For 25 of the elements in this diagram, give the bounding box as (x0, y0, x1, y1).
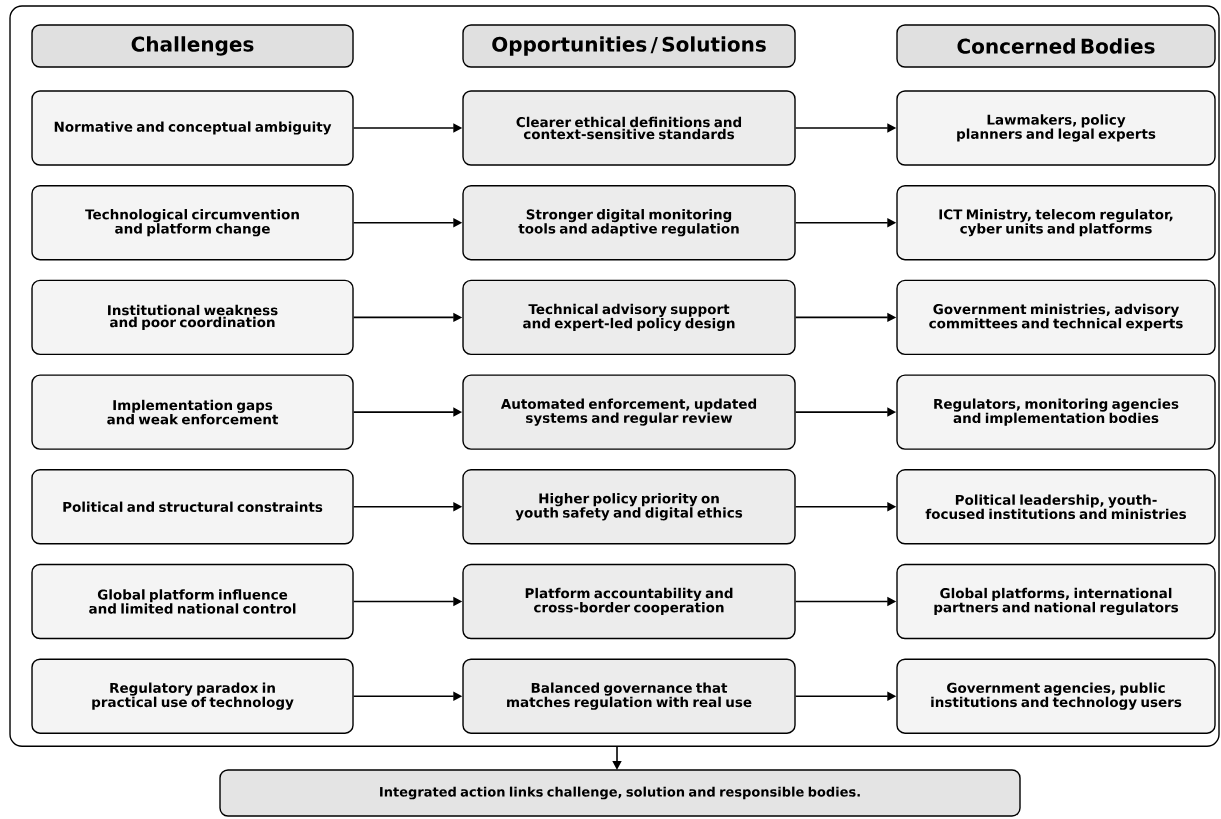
process-box: Political leadership, youth-focused institutions and ministries (896, 469, 1216, 545)
column-header: Opportunities / Solutions (462, 24, 796, 68)
process-box: Implementation gaps and weak enforcement (31, 374, 354, 450)
process-box: Government agencies, public institutions and technology users (896, 658, 1216, 734)
process-box: Global platforms, international partners and national regulators (896, 563, 1216, 640)
process-box: Regulatory paradox in practical use of technology (31, 658, 354, 734)
process-box: Higher policy priority on youth safety and digital ethics (462, 469, 796, 545)
process-box: Clearer ethical definitions and context-sensitive standards (462, 90, 796, 166)
process-box: Automated enforcement, updated systems and regular review (462, 374, 796, 450)
process-box: Global platform influence and limited national control (31, 563, 354, 640)
process-box: Government ministries, advisory committees and technical experts (896, 279, 1216, 356)
column-header: Concerned Bodies (896, 24, 1216, 68)
column-header: Challenges (31, 24, 354, 68)
process-box: ICT Ministry, telecom regulator, cyber units and platforms (896, 185, 1216, 261)
process-box: Technical advisory support and expert-led policy design (462, 279, 796, 356)
process-box: Political and structural constraints (31, 469, 354, 545)
process-box: Regulators, monitoring agencies and implementation bodies (896, 374, 1216, 450)
process-box: Technological circumvention and platform change (31, 185, 354, 261)
process-box: Stronger digital monitoring tools and adaptive regulation (462, 185, 796, 261)
process-box: Lawmakers, policy planners and legal experts (896, 90, 1216, 166)
summary-box: Integrated action links challenge, solution and responsible bodies. (219, 769, 1021, 817)
process-box: Normative and conceptual ambiguity (31, 90, 354, 166)
process-box: Balanced governance that matches regulation with real use (462, 658, 796, 734)
process-box: Platform accountability and cross-border cooperation (462, 563, 796, 640)
process-box: Institutional weakness and poor coordination (31, 279, 354, 356)
